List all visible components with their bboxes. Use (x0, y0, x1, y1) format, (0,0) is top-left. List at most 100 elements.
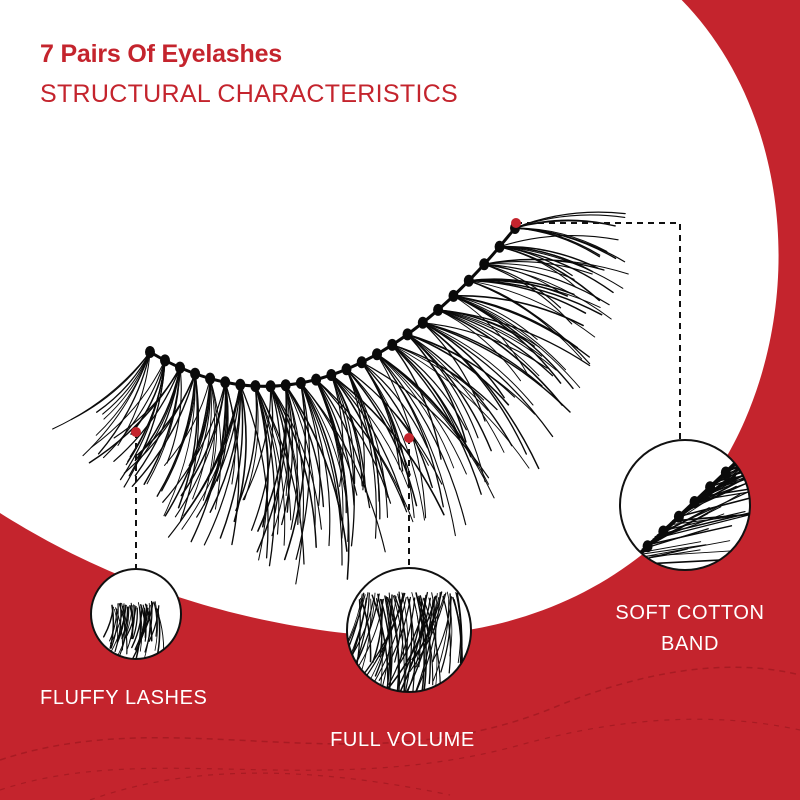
lash-knot (720, 466, 731, 479)
decor-dashed-curve (89, 772, 451, 800)
lash-strand (708, 455, 750, 488)
red-dot-icon (404, 433, 414, 443)
lash-strand (406, 333, 486, 483)
lash-strand (143, 366, 181, 485)
lash-strand (406, 333, 479, 439)
lash-strand (483, 263, 562, 309)
page-subtitle: STRUCTURAL CHARACTERISTICS (40, 80, 459, 108)
lash-strand (406, 333, 510, 406)
lash-strand (483, 263, 612, 320)
lash-strand (188, 377, 211, 467)
lash-strand (391, 344, 467, 431)
lash-strand (300, 382, 343, 566)
lash-strand (360, 592, 406, 679)
lash-strand (514, 227, 601, 258)
lash-strand (348, 598, 375, 661)
lash-strand (125, 605, 137, 639)
lash-strand (219, 384, 244, 539)
lash-strand (453, 295, 581, 389)
lash-strand (437, 309, 557, 371)
lash-strand (154, 601, 158, 651)
lash-strand (422, 322, 527, 455)
lash-strand (128, 359, 166, 477)
lash-strand (361, 361, 429, 449)
cotton-band (149, 227, 517, 388)
lash-knot (705, 481, 716, 494)
lash-strand (254, 385, 269, 528)
lash-strand (691, 469, 750, 504)
red-dot-icon (131, 427, 141, 437)
lash-strand (140, 602, 154, 639)
lash-strand (453, 295, 529, 375)
lash-strand (645, 525, 733, 546)
lash-strand (389, 598, 400, 692)
callout-label-line: FLUFFY LASHES (40, 687, 208, 709)
lash-strand (415, 592, 425, 692)
lash-strand (724, 441, 750, 474)
false-eyelash-icon (52, 211, 629, 585)
lash-strand (376, 353, 467, 475)
lash-strand (468, 279, 601, 308)
lash-strand (468, 279, 587, 314)
lash-strand (345, 368, 411, 476)
lash-strand (113, 366, 181, 462)
lash-strand (161, 373, 196, 492)
lash-strand (402, 598, 413, 692)
lash-strand (498, 245, 601, 302)
lash-strand (437, 309, 554, 377)
lash-strand (239, 384, 269, 559)
lash-strand (126, 604, 136, 650)
lash-strand (394, 591, 402, 663)
lash-strand (235, 385, 258, 512)
fluffy-lashes-zoom-circle (90, 568, 182, 660)
lash-strand (722, 443, 750, 476)
lash-strand (358, 598, 384, 666)
lash-strand (376, 353, 490, 485)
lash-strand (330, 374, 355, 547)
lash-strand (347, 592, 365, 692)
callout-label-soft-cotton-band: SOFT COTTON BAND (600, 598, 780, 660)
lash-strand (131, 607, 143, 649)
lash-strand (190, 381, 227, 543)
lash-strand (347, 592, 369, 691)
lash-strand (148, 605, 160, 642)
lash-strand (693, 489, 750, 502)
lash-strand (137, 602, 143, 652)
page-title: 7 Pairs Of Eyelashes (40, 40, 282, 68)
lash-strand (121, 602, 126, 644)
lash-strand (455, 591, 462, 664)
lash-strand (330, 374, 409, 489)
lash-strand (134, 606, 142, 659)
lash-strand (121, 606, 129, 640)
lash-knot (689, 496, 700, 508)
lash-strand (452, 295, 574, 390)
connector-line-soft (516, 222, 681, 440)
decor-dashed-curve (0, 666, 800, 761)
lash-strand (131, 373, 196, 487)
lash-strand (174, 381, 226, 518)
lash-strand (330, 374, 344, 487)
lash-strand (281, 384, 294, 526)
lash-strand (376, 353, 444, 508)
lash-strand (431, 596, 453, 663)
lash-strand (176, 373, 196, 459)
lash-strand (96, 351, 151, 413)
callout-label-line: BAND (661, 633, 719, 655)
lash-strand (196, 384, 241, 518)
lash-strand (102, 359, 166, 459)
lash-strand (468, 280, 596, 338)
lash-strand (388, 597, 416, 685)
lash-strand (432, 599, 450, 682)
lash-strand (315, 378, 350, 580)
lash-strand (408, 596, 436, 692)
lash-strand (114, 602, 122, 653)
lash-strand (115, 605, 133, 659)
lash-strand (446, 591, 453, 657)
lash-strand (136, 372, 196, 456)
lash-strand (401, 592, 409, 673)
lash-strand (300, 382, 386, 553)
lash-strand (116, 604, 126, 643)
lash-strand (209, 384, 242, 513)
